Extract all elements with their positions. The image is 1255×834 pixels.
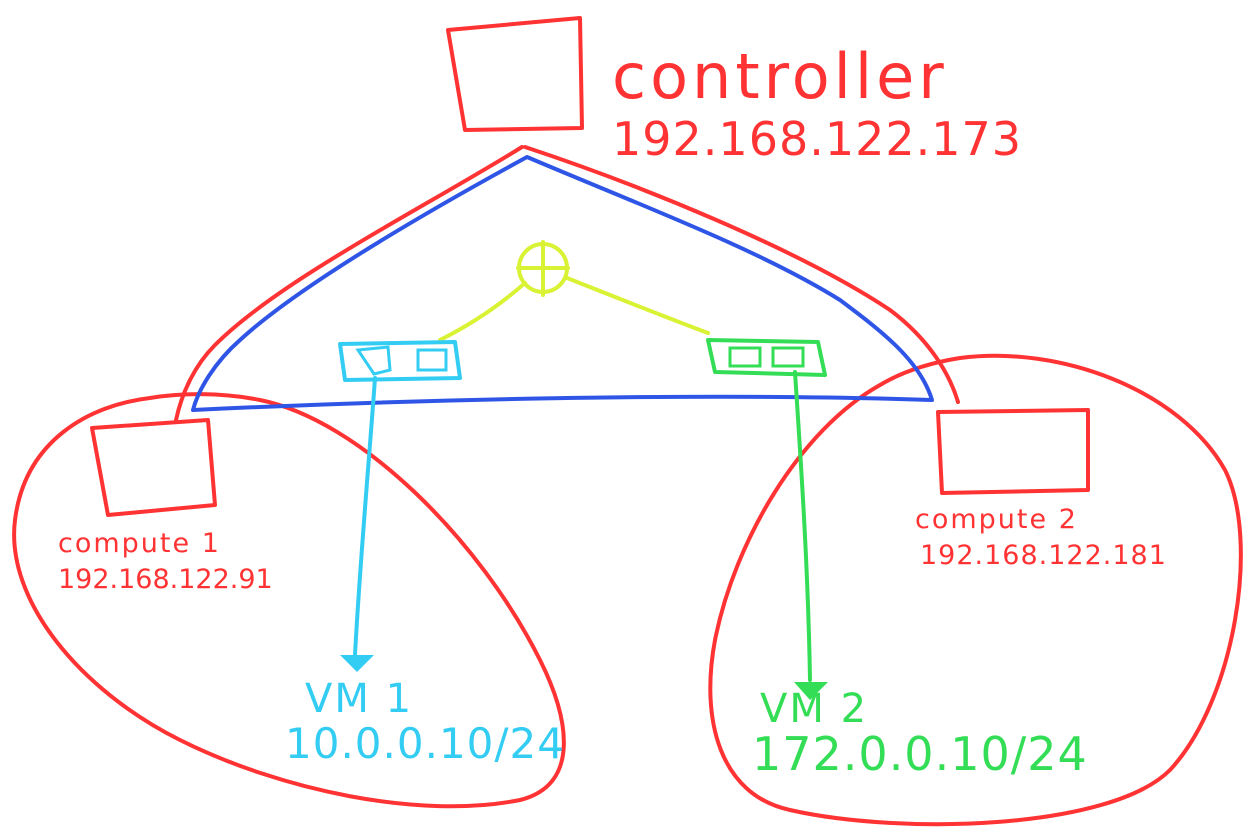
- controller-compute1-link: [174, 145, 524, 422]
- compute2-box: [936, 408, 1090, 495]
- vm1-name-label: VM 1: [305, 676, 413, 722]
- switch2-icon: [706, 338, 827, 377]
- vm2-arrowhead: [794, 682, 828, 700]
- compute2-zone-outline: [708, 353, 1243, 827]
- compute1-ip-label: 192.168.122.91: [58, 564, 273, 595]
- vm1-arrowhead: [340, 655, 374, 672]
- controller-name-label: controller: [612, 40, 948, 113]
- compute2-name-label: compute 2: [915, 504, 1078, 535]
- vm2-ip-label: 172.0.0.10/24: [752, 727, 1088, 781]
- router-to-switch1-link: [438, 281, 527, 342]
- vm2-network-link: [793, 370, 812, 682]
- switch1-icon: [338, 340, 462, 382]
- overlay-tunnel-triangle: [191, 155, 934, 412]
- vm1-network-link: [353, 376, 377, 657]
- compute1-box: [90, 418, 217, 517]
- vm1-ip-label: 10.0.0.10/24: [285, 719, 565, 768]
- controller-compute2-link: [523, 145, 960, 404]
- compute1-name-label: compute 1: [58, 528, 221, 559]
- compute2-ip-label: 192.168.122.181: [920, 540, 1167, 571]
- controller-box: [446, 16, 584, 132]
- controller-ip-label: 192.168.122.173: [612, 112, 1022, 166]
- compute1-zone-outline: [12, 392, 566, 809]
- router-icon: [516, 240, 570, 297]
- router-to-switch2-link: [565, 276, 710, 335]
- vm2-name-label: VM 2: [760, 686, 868, 732]
